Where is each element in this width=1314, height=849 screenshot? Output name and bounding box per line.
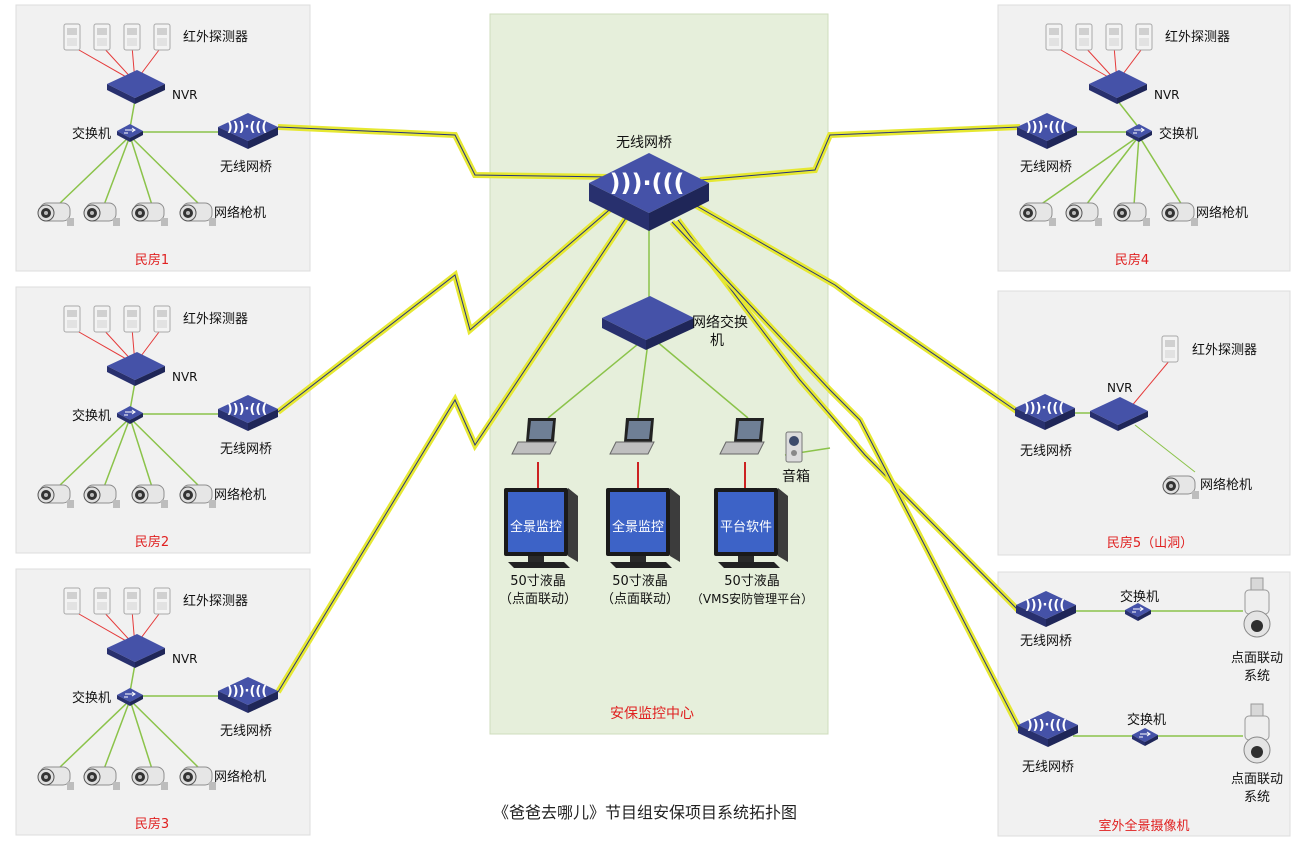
- switch-label: 交换机: [72, 690, 111, 706]
- infrared-detector-icon: [93, 587, 111, 615]
- bullet-camera-label: 网络枪机: [1196, 205, 1248, 221]
- wireless-bridge-label: 无线网桥: [220, 160, 272, 175]
- infrared-detector-label: 红外探测器: [1165, 29, 1230, 45]
- wireless-links: [275, 124, 1023, 732]
- speaker-label: 音箱: [782, 468, 810, 485]
- infrared-detector-label: 红外探测器: [183, 593, 248, 609]
- house-title: 民房1: [135, 252, 169, 268]
- infrared-detector-icon: [63, 305, 81, 333]
- nvr-label: NVR: [172, 370, 198, 384]
- dome-camera-sublabel: 系统: [1244, 669, 1270, 684]
- diagram-caption: 《爸爸去哪儿》节目组安保项目系统拓扑图: [493, 803, 797, 822]
- switch-label: 交换机: [1120, 589, 1159, 605]
- switch-label: 交换机: [1127, 712, 1166, 728]
- bullet-camera-label: 网络枪机: [214, 769, 266, 785]
- infrared-detector-icon: [1045, 23, 1063, 51]
- monitor-screen-text: 平台软件: [720, 520, 772, 535]
- wireless-bridge-label: 无线网桥: [1020, 634, 1072, 649]
- nvr-label: NVR: [172, 88, 198, 102]
- monitor-sublabel: （VMS安防管理平台）: [691, 591, 813, 606]
- wireless-bridge-label: 无线网桥: [220, 442, 272, 457]
- infrared-detector-icon: [123, 305, 141, 333]
- switch-label: 交换机: [1159, 126, 1198, 142]
- infrared-detector-icon: [1135, 23, 1153, 51]
- network-switch-label-2: 机: [710, 333, 724, 349]
- bullet-camera-label: 网络枪机: [214, 487, 266, 503]
- dome-camera-label: 点面联动: [1231, 651, 1283, 666]
- infrared-detector-icon: [153, 587, 171, 615]
- dome-camera-sublabel: 系统: [1244, 790, 1270, 805]
- infrared-detector-label: 红外探测器: [183, 29, 248, 45]
- monitor-label: 50寸液晶: [510, 574, 566, 589]
- network-switch: [602, 296, 694, 350]
- monitor: 全景监控: [606, 488, 680, 568]
- dome-camera-label: 点面联动: [1231, 772, 1283, 787]
- wireless-bridge-label: 无线网桥: [1020, 160, 1072, 175]
- monitor: 全景监控: [504, 488, 578, 568]
- infrared-detector-icon: [63, 23, 81, 51]
- central-bridge-label: 无线网桥: [616, 135, 672, 151]
- switch-label: 交换机: [72, 408, 111, 424]
- switch-label: 交换机: [72, 126, 111, 142]
- bullet-camera-label: 网络枪机: [214, 205, 266, 221]
- infrared-detector-icon: [93, 305, 111, 333]
- monitor-screen-text: 全景监控: [612, 519, 664, 535]
- infrared-detector-icon: [123, 587, 141, 615]
- infrared-detector-label: 红外探测器: [1192, 342, 1257, 358]
- infrared-detector-icon: [1161, 335, 1179, 363]
- nvr-label: NVR: [1107, 381, 1133, 395]
- monitor-sublabel: （点面联动）: [601, 592, 679, 607]
- infrared-detector-icon: [63, 587, 81, 615]
- bullet-camera-label: 网络枪机: [1200, 477, 1252, 493]
- monitor-screen-text: 全景监控: [510, 519, 562, 535]
- infrared-detector-icon: [1105, 23, 1123, 51]
- outdoor-title: 室外全景摄像机: [1098, 818, 1189, 834]
- house-title: 民房2: [135, 534, 169, 550]
- house-title: 民房3: [135, 816, 169, 832]
- nvr-label: NVR: [172, 652, 198, 666]
- infrared-detector-icon: [153, 305, 171, 333]
- nvr-label: NVR: [1154, 88, 1180, 102]
- monitor: 平台软件: [714, 488, 788, 568]
- speaker-icon: [785, 431, 803, 463]
- center-title: 安保监控中心: [610, 706, 694, 722]
- infrared-detector-icon: [153, 23, 171, 51]
- infrared-detector-icon: [1075, 23, 1093, 51]
- wireless-bridge-label: 无线网桥: [1022, 760, 1074, 775]
- wireless-bridge-label: 无线网桥: [220, 724, 272, 739]
- wireless-bridge-label: 无线网桥: [1020, 444, 1072, 459]
- monitor-label: 50寸液晶: [612, 574, 668, 589]
- house-title: 民房5（山洞）: [1107, 535, 1193, 551]
- network-switch-label-1: 网络交换: [692, 314, 748, 331]
- panel-center: [489, 13, 829, 735]
- monitor-sublabel: （点面联动）: [499, 592, 577, 607]
- monitor-label: 50寸液晶: [724, 574, 780, 589]
- infrared-detector-label: 红外探测器: [183, 311, 248, 327]
- infrared-detector-icon: [123, 23, 141, 51]
- house-title: 民房4: [1115, 252, 1149, 268]
- infrared-detector-icon: [93, 23, 111, 51]
